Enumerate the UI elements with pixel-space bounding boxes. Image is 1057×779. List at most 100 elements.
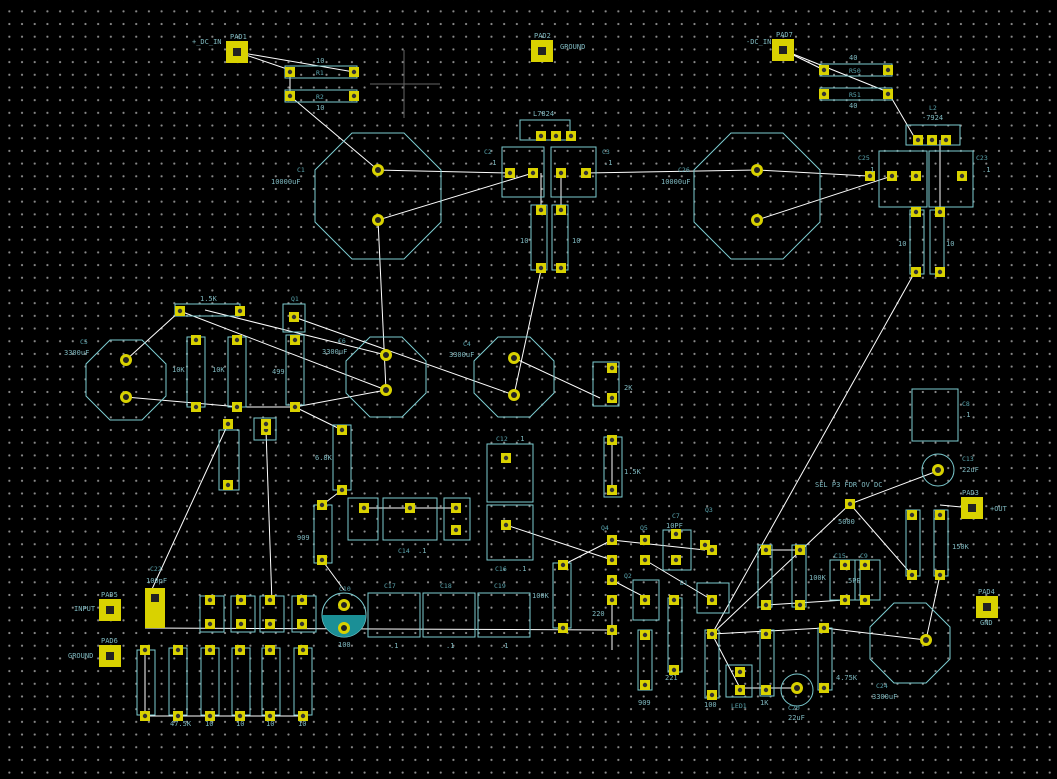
pad-drill bbox=[503, 455, 509, 461]
pad-drill bbox=[341, 602, 347, 608]
pad-drill bbox=[797, 602, 803, 608]
res-10k-a: 10K bbox=[172, 366, 185, 374]
r50-ref: R50 bbox=[849, 67, 861, 75]
c9-value: 5PF bbox=[848, 577, 861, 585]
c1-ref: C1 bbox=[297, 166, 305, 174]
res-220: 220 bbox=[592, 610, 605, 618]
pad-drill bbox=[568, 133, 574, 139]
pad-drill bbox=[263, 421, 269, 427]
pad4-net-label: GND bbox=[980, 619, 993, 627]
c20-value: 22uF bbox=[788, 714, 805, 722]
r2-value: 10 bbox=[316, 104, 324, 112]
pad-drill bbox=[609, 395, 615, 401]
pad-drill bbox=[142, 713, 148, 719]
pad-drill bbox=[193, 404, 199, 410]
c25-ref: C25 bbox=[858, 154, 870, 162]
pad-drill bbox=[702, 542, 708, 548]
pad-drill bbox=[341, 625, 347, 631]
c24-ref: C24 bbox=[876, 682, 888, 690]
pad-drill bbox=[609, 627, 615, 633]
c12-value: .1 bbox=[516, 435, 524, 443]
pad-drill bbox=[754, 167, 760, 173]
pad-drill bbox=[959, 173, 965, 179]
pad-drill bbox=[671, 597, 677, 603]
pad5-label: PAD5 bbox=[101, 591, 118, 599]
crosshair-cursor bbox=[370, 50, 440, 118]
pad-drill bbox=[503, 522, 509, 528]
pad-drill bbox=[238, 621, 244, 627]
pad-drill bbox=[292, 404, 298, 410]
pad-drill bbox=[642, 557, 648, 563]
c19-ref: C19 bbox=[494, 582, 506, 590]
pad-drill bbox=[913, 209, 919, 215]
pad-drill bbox=[763, 631, 769, 637]
q2-ref: Q2 bbox=[624, 572, 632, 580]
pad-drill bbox=[642, 682, 648, 688]
r1-value: 10 bbox=[316, 57, 324, 65]
pad-drill bbox=[538, 207, 544, 213]
pad-drill bbox=[937, 209, 943, 215]
pad-drill bbox=[538, 265, 544, 271]
res-1k: 1K bbox=[760, 699, 769, 707]
pad-drill bbox=[453, 505, 459, 511]
c4-value: 3300uF bbox=[449, 351, 474, 359]
pad-drill bbox=[291, 314, 297, 320]
pad-drill bbox=[361, 505, 367, 511]
c22-value: 100pF bbox=[146, 577, 167, 585]
pad-drill bbox=[558, 207, 564, 213]
c2-ref: C2 bbox=[484, 148, 492, 156]
pad-drill bbox=[207, 713, 213, 719]
c17-ref: C17 bbox=[384, 582, 396, 590]
silkscreen-labels: PAD1 +_DC_IN PAD2 GROUND PAD7 -DC_IN PAD… bbox=[64, 31, 1008, 728]
pad-drill bbox=[193, 337, 199, 343]
pad-drill bbox=[237, 308, 243, 314]
pad-drill bbox=[558, 265, 564, 271]
res-499: 499 bbox=[272, 368, 285, 376]
pad-drill bbox=[375, 167, 381, 173]
res-47.5k: 47.5K bbox=[170, 720, 192, 728]
c18-ref: C18 bbox=[440, 582, 452, 590]
pad-drill bbox=[142, 647, 148, 653]
pad-drill bbox=[234, 337, 240, 343]
pad-drill bbox=[673, 557, 679, 563]
pad-drill bbox=[923, 637, 929, 643]
pad-drill bbox=[383, 352, 389, 358]
pad-drill bbox=[207, 597, 213, 603]
res-221: 221 bbox=[665, 674, 678, 682]
pad-drill bbox=[842, 562, 848, 568]
regulator-l2-ref: L2 bbox=[929, 104, 937, 112]
c2-value: .1 bbox=[488, 159, 496, 167]
pad-drill bbox=[234, 404, 240, 410]
c10-value: 100 bbox=[338, 641, 351, 649]
pad-drill bbox=[937, 572, 943, 578]
pad-drill bbox=[300, 647, 306, 653]
c13-ref: C13 bbox=[962, 455, 974, 463]
c20-ref: C20 bbox=[788, 704, 800, 712]
pad-drill bbox=[885, 67, 891, 73]
pad-drill bbox=[175, 647, 181, 653]
pad-drill bbox=[453, 527, 459, 533]
pad-drill bbox=[763, 547, 769, 553]
pad-drill bbox=[821, 625, 827, 631]
pad-drill bbox=[915, 137, 921, 143]
pad-drill bbox=[287, 93, 293, 99]
pad-drill bbox=[351, 93, 357, 99]
c4-ref: C4 bbox=[463, 340, 471, 348]
c2-outline bbox=[501, 146, 545, 198]
pad-drill bbox=[319, 557, 325, 563]
pad-drill bbox=[763, 602, 769, 608]
res-10-reg-d: 10 bbox=[946, 240, 954, 248]
pad-drill bbox=[609, 577, 615, 583]
c7-ref: C7 bbox=[672, 512, 680, 520]
c16-value: .1 bbox=[518, 565, 526, 573]
pad-drill bbox=[123, 394, 129, 400]
res-10-c: 10 bbox=[266, 720, 274, 728]
res-5000: 5000 bbox=[838, 518, 855, 526]
pad-drill bbox=[609, 487, 615, 493]
pad-drill bbox=[267, 713, 273, 719]
pad3-label: PAD3 bbox=[962, 489, 979, 497]
c25-value: .1 bbox=[866, 166, 874, 174]
pad-drill bbox=[909, 512, 915, 518]
